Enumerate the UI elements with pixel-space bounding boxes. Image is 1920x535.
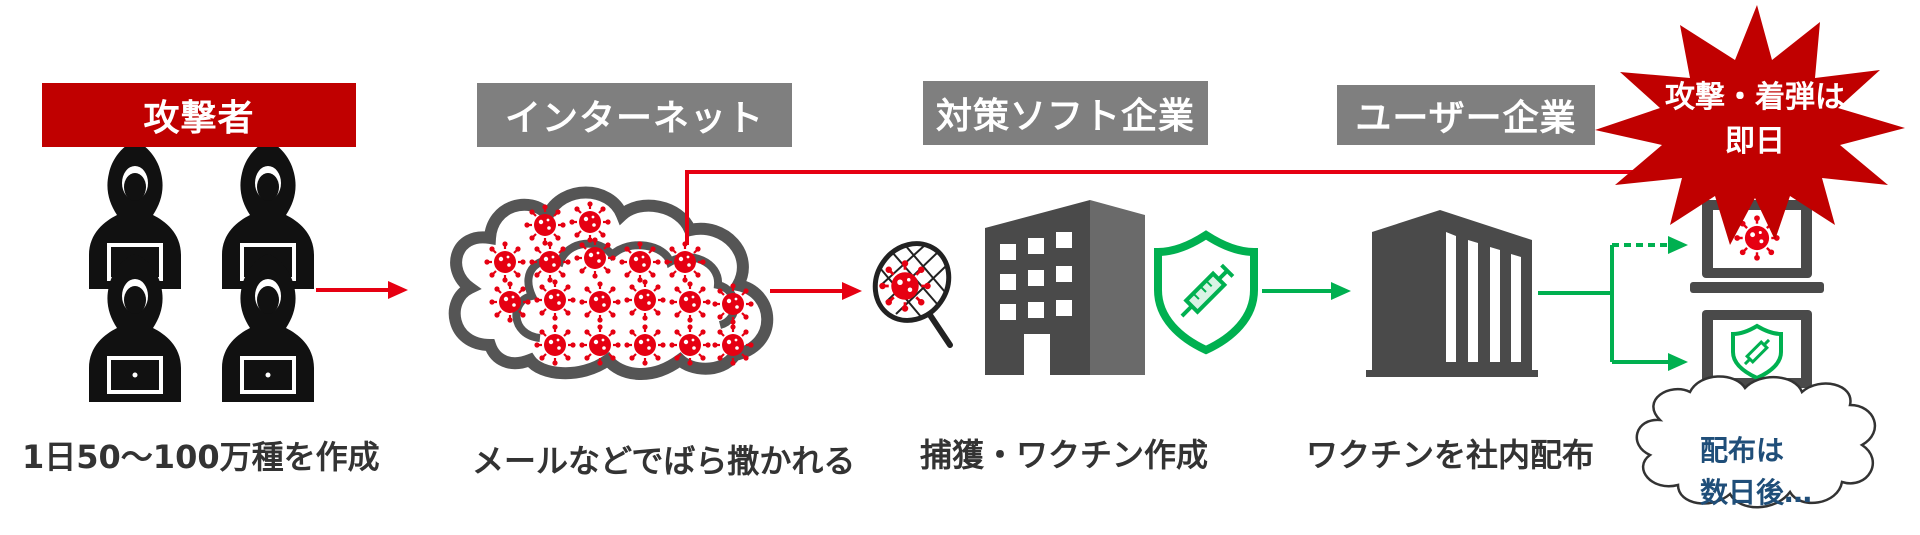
virus-net-icon [872,241,953,348]
caption-internet: メールなどでばら撒かれる [472,442,856,480]
cloud-note: 配布は 数日後… [1700,430,1812,514]
cloud-icon [448,186,774,380]
burst-text: 攻撃・着弾は 即日 [1640,76,1870,164]
infected-pc-icon [1690,200,1824,293]
building-icon [985,200,1145,375]
header-internet: インターネット [477,83,792,147]
arrow-direct-attack [685,170,1769,245]
cloud-note-line-2: 数日後… [1700,476,1813,509]
header-attacker: 攻撃者 [42,83,356,147]
arrow-vendor-to-user [1262,282,1351,300]
thought-cloud-icon [1635,375,1876,509]
vaccine-shield-icon [1154,230,1258,355]
burst-line-2: 即日 [1725,124,1785,159]
caption-vendor: 捕獲・ワクチン作成 [920,436,1209,474]
burst-line-1: 攻撃・着弾は [1665,80,1845,115]
arrow-attacker-to-internet [316,281,408,299]
office-building-icon [1366,210,1538,377]
alert-burst-icon [1595,5,1905,245]
arrow-internet-to-vendor [770,282,862,300]
header-vendor: 対策ソフト企業 [923,81,1208,145]
caption-attacker: 1日50～100万種を作成 [22,438,380,476]
caption-user: ワクチンを社内配布 [1306,436,1595,474]
cloud-note-line-1: 配布は [1700,434,1785,467]
header-user: ユーザー企業 [1337,85,1595,145]
arrow-distribute [1538,236,1688,371]
